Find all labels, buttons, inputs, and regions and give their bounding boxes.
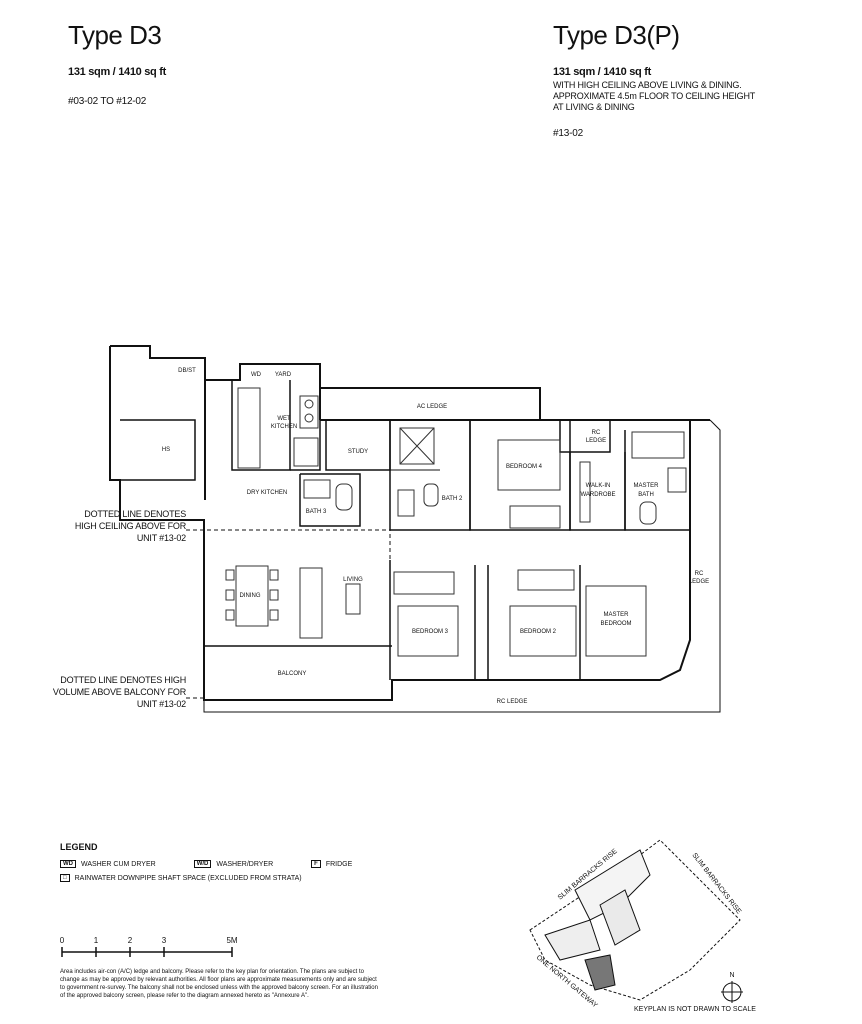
label-dbst: DB/ST <box>178 368 196 374</box>
bath2-walls <box>389 420 471 531</box>
note-high-volume: DOTTED LINE DENOTES HIGH VOLUME ABOVE BA… <box>52 675 186 709</box>
left-unit-title: Type D3 <box>68 20 162 50</box>
scale-tick-5m: 5M <box>226 936 237 945</box>
label-master-bath-2: BATH <box>638 492 654 498</box>
label-bedroom4: BEDROOM 4 <box>506 464 543 470</box>
right-unit-area: 131 sqm / 1410 sq ft <box>553 66 651 78</box>
bed2 <box>509 605 577 657</box>
master-bath-sink <box>667 467 687 493</box>
label-hs: HS <box>162 447 170 453</box>
bed2-wardrobe <box>517 569 575 591</box>
label-master-bedroom-2: BEDROOM <box>600 621 631 627</box>
right-unit-title: Type D3(P) <box>553 20 680 50</box>
keyplan-highlight <box>584 954 616 991</box>
bed3-wardrobe <box>393 571 455 595</box>
right-unit-range: #13-02 <box>553 128 583 139</box>
legend-item-fridge: F FRIDGE <box>311 860 352 868</box>
scale-tick-2: 2 <box>128 936 133 945</box>
bath2-vanity <box>397 489 415 517</box>
label-living: LIVING <box>343 577 363 583</box>
keyplan: SLIM BARRACKS RISE SLIM BARRACKS RISE ON… <box>529 839 743 1010</box>
bath2-toilet <box>423 483 439 507</box>
label-master-bedroom-1: MASTER <box>603 612 629 618</box>
label-master-bath-1: MASTER <box>633 483 659 489</box>
wet-kitchen-walls <box>231 380 291 471</box>
shower <box>399 427 435 465</box>
keyplan-note: KEYPLAN IS NOT DRAWN TO SCALE <box>634 1006 756 1013</box>
hs-room <box>120 419 196 481</box>
master-bath-toilet <box>639 501 657 525</box>
label-rc-ledge-right-2: LEDGE <box>689 579 709 585</box>
disclaimer: Area includes air-con (A/C) ledge and ba… <box>60 969 378 999</box>
label-walk-in-2: WARDROBE <box>580 492 615 498</box>
label-bedroom2: BEDROOM 2 <box>520 629 557 635</box>
label-yard: YARD <box>275 372 292 378</box>
compass-north-label: N <box>729 972 734 979</box>
wet-kitchen-stove <box>299 395 319 429</box>
keyplan-road-2: SLIM BARRACKS RISE <box>690 852 742 916</box>
bath3-walls <box>299 473 361 527</box>
legend-item-washer-dryer: W/D WASHER/DRYER <box>193 860 273 868</box>
dining-table <box>235 565 269 627</box>
legend: LEGEND WD WASHER CUM DRYER W/D WASHER/DR… <box>60 842 352 882</box>
legend-items: WD WASHER CUM DRYER W/D WASHER/DRYER F F… <box>60 860 352 868</box>
label-rc-ledge-top-1: RC <box>592 430 601 436</box>
label-wet-kitchen-2: KITCHEN <box>271 424 297 430</box>
bedroom4-walls <box>469 420 571 531</box>
wall-wet-kitchen-east <box>290 420 321 471</box>
kitchen-counter <box>237 387 261 469</box>
label-ac-ledge: AC LEDGE <box>417 404 447 410</box>
label-bath3: BATH 3 <box>306 509 327 515</box>
wall-west <box>109 346 205 646</box>
wall-south <box>203 420 691 701</box>
label-dry-kitchen: DRY KITCHEN <box>247 490 287 496</box>
bath3-toilet <box>335 483 353 511</box>
label-rc-ledge-top-2: LEDGE <box>586 438 606 444</box>
bed4 <box>497 439 561 491</box>
master-bath-tub <box>631 431 685 459</box>
wall-ac-ledge <box>320 387 541 420</box>
note-high-ceiling: DOTTED LINE DENOTES HIGH CEILING ABOVE F… <box>74 509 186 543</box>
legend-title: LEGEND <box>60 842 98 852</box>
label-study: STUDY <box>348 449 368 455</box>
left-unit-range: #03-02 TO #12-02 <box>68 96 147 107</box>
scale-tick-0: 0 <box>60 936 65 945</box>
scale-bar <box>61 947 233 957</box>
wall-bed3-bed2 <box>474 565 489 680</box>
walk-in-walls <box>569 452 626 531</box>
label-bath2: BATH 2 <box>442 496 463 502</box>
living-sofa <box>299 567 323 639</box>
bath3-vanity <box>303 479 331 499</box>
label-wd: WD <box>251 372 262 378</box>
legend-item-wd: WD WASHER CUM DRYER <box>60 860 156 868</box>
scale-tick-3: 3 <box>162 936 167 945</box>
label-walk-in-1: WALK-IN <box>586 483 611 489</box>
fridge <box>293 437 319 467</box>
scale-tick-1: 1 <box>94 936 99 945</box>
bed3 <box>397 605 459 657</box>
label-balcony: BALCONY <box>278 671 307 677</box>
label-wet-kitchen-1: WET <box>277 416 291 422</box>
bed4-wardrobe <box>509 505 561 529</box>
left-unit-area: 131 sqm / 1410 sq ft <box>68 66 166 78</box>
label-bedroom3: BEDROOM 3 <box>412 629 449 635</box>
label-rc-ledge-right-1: RC <box>695 571 704 577</box>
shaft-icon: □ <box>60 874 70 882</box>
right-unit-description: WITH HIGH CEILING ABOVE LIVING & DINING.… <box>553 80 756 112</box>
label-dining: DINING <box>240 593 261 599</box>
legend-item-shaft: □ RAINWATER DOWNPIPE SHAFT SPACE (EXCLUD… <box>60 874 352 882</box>
wall-north-service <box>110 345 321 420</box>
label-rc-ledge-bottom: RC LEDGE <box>497 699 528 705</box>
walk-in-rack <box>579 461 591 523</box>
study-walls <box>325 420 391 471</box>
master-bath-walls <box>624 430 690 531</box>
rc-ledge-outline <box>203 419 721 713</box>
rc-ledge-box <box>559 420 611 453</box>
dotted-high-volume-line <box>186 530 391 699</box>
coffee-table <box>345 583 361 615</box>
master-bed <box>585 585 647 657</box>
